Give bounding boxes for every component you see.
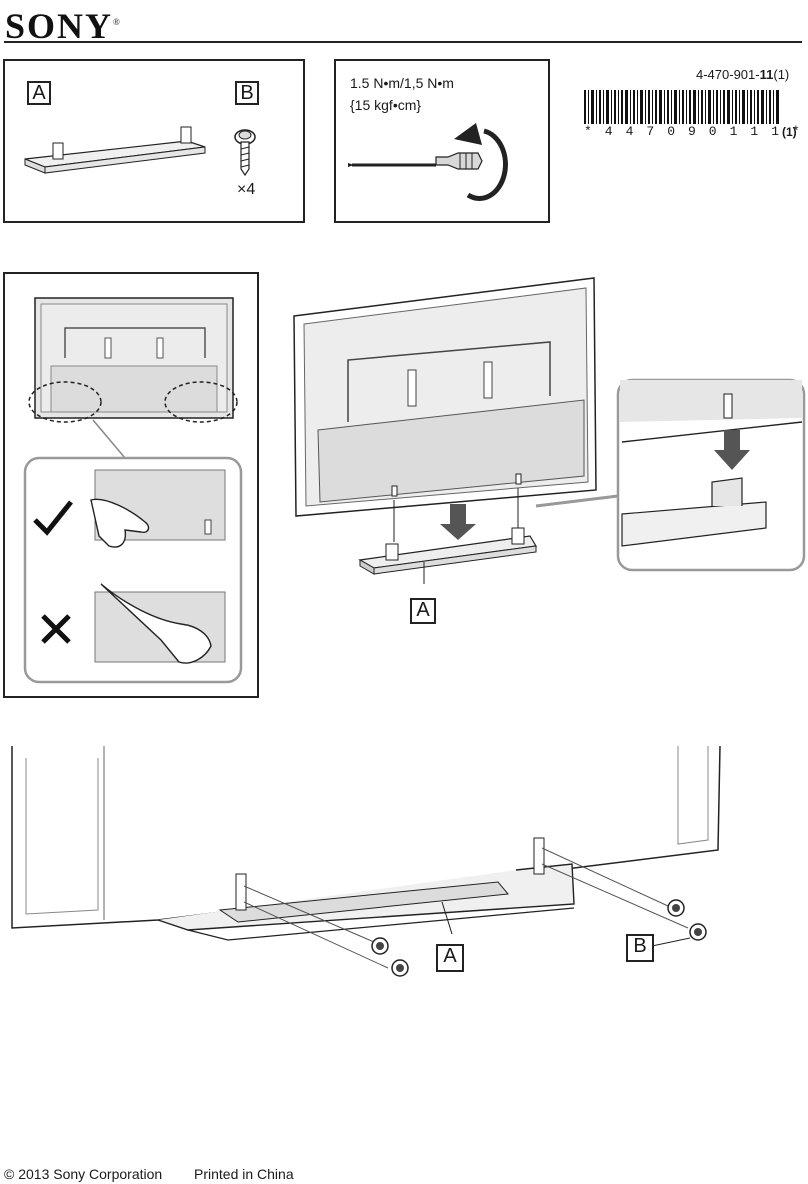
tv-stand-screw-illustration (11, 745, 721, 969)
barcode-suffix: (1) (782, 125, 797, 139)
part-b-label: B (235, 81, 259, 105)
handling-box (3, 272, 259, 698)
part-b-quantity: ×4 (237, 181, 256, 198)
brand-text: SONY (5, 6, 114, 46)
part-a-label: A (27, 81, 51, 105)
step3-screw-label: B (626, 934, 654, 962)
check-icon (33, 500, 73, 536)
part-number: 4-470-901-11(1) (696, 67, 790, 82)
torque-value: 1.5 N•m/1,5 N•m (350, 75, 454, 91)
origin-text: Printed in China (194, 1166, 294, 1182)
sony-logo: SONY® (5, 2, 120, 46)
torque-box: 1.5 N•m/1,5 N•m {15 kgf•cm} (334, 59, 550, 223)
stand-icon (24, 126, 206, 174)
copyright-text: © 2013 Sony Corporation (4, 1166, 163, 1182)
hand-hold-incorrect (100, 583, 212, 664)
barcode-digits: *447090111* (584, 124, 808, 139)
stand-post-detail (616, 378, 806, 572)
screw-icon (234, 129, 256, 177)
screwdriver-icon (348, 152, 483, 170)
tv-stand-attach-illustration (293, 277, 619, 584)
header-rule (4, 41, 802, 43)
rotate-arrow-icon (454, 123, 508, 201)
step3-stand-label: A (436, 944, 464, 972)
registered-mark: ® (113, 17, 120, 27)
cross-icon (41, 614, 71, 644)
step2-stand-label: A (410, 598, 436, 624)
hand-hold-correct (90, 498, 150, 548)
parts-box: A B ×4 (3, 59, 305, 223)
barcode (584, 90, 779, 124)
torque-value-kgf: {15 kgf•cm} (350, 97, 422, 113)
